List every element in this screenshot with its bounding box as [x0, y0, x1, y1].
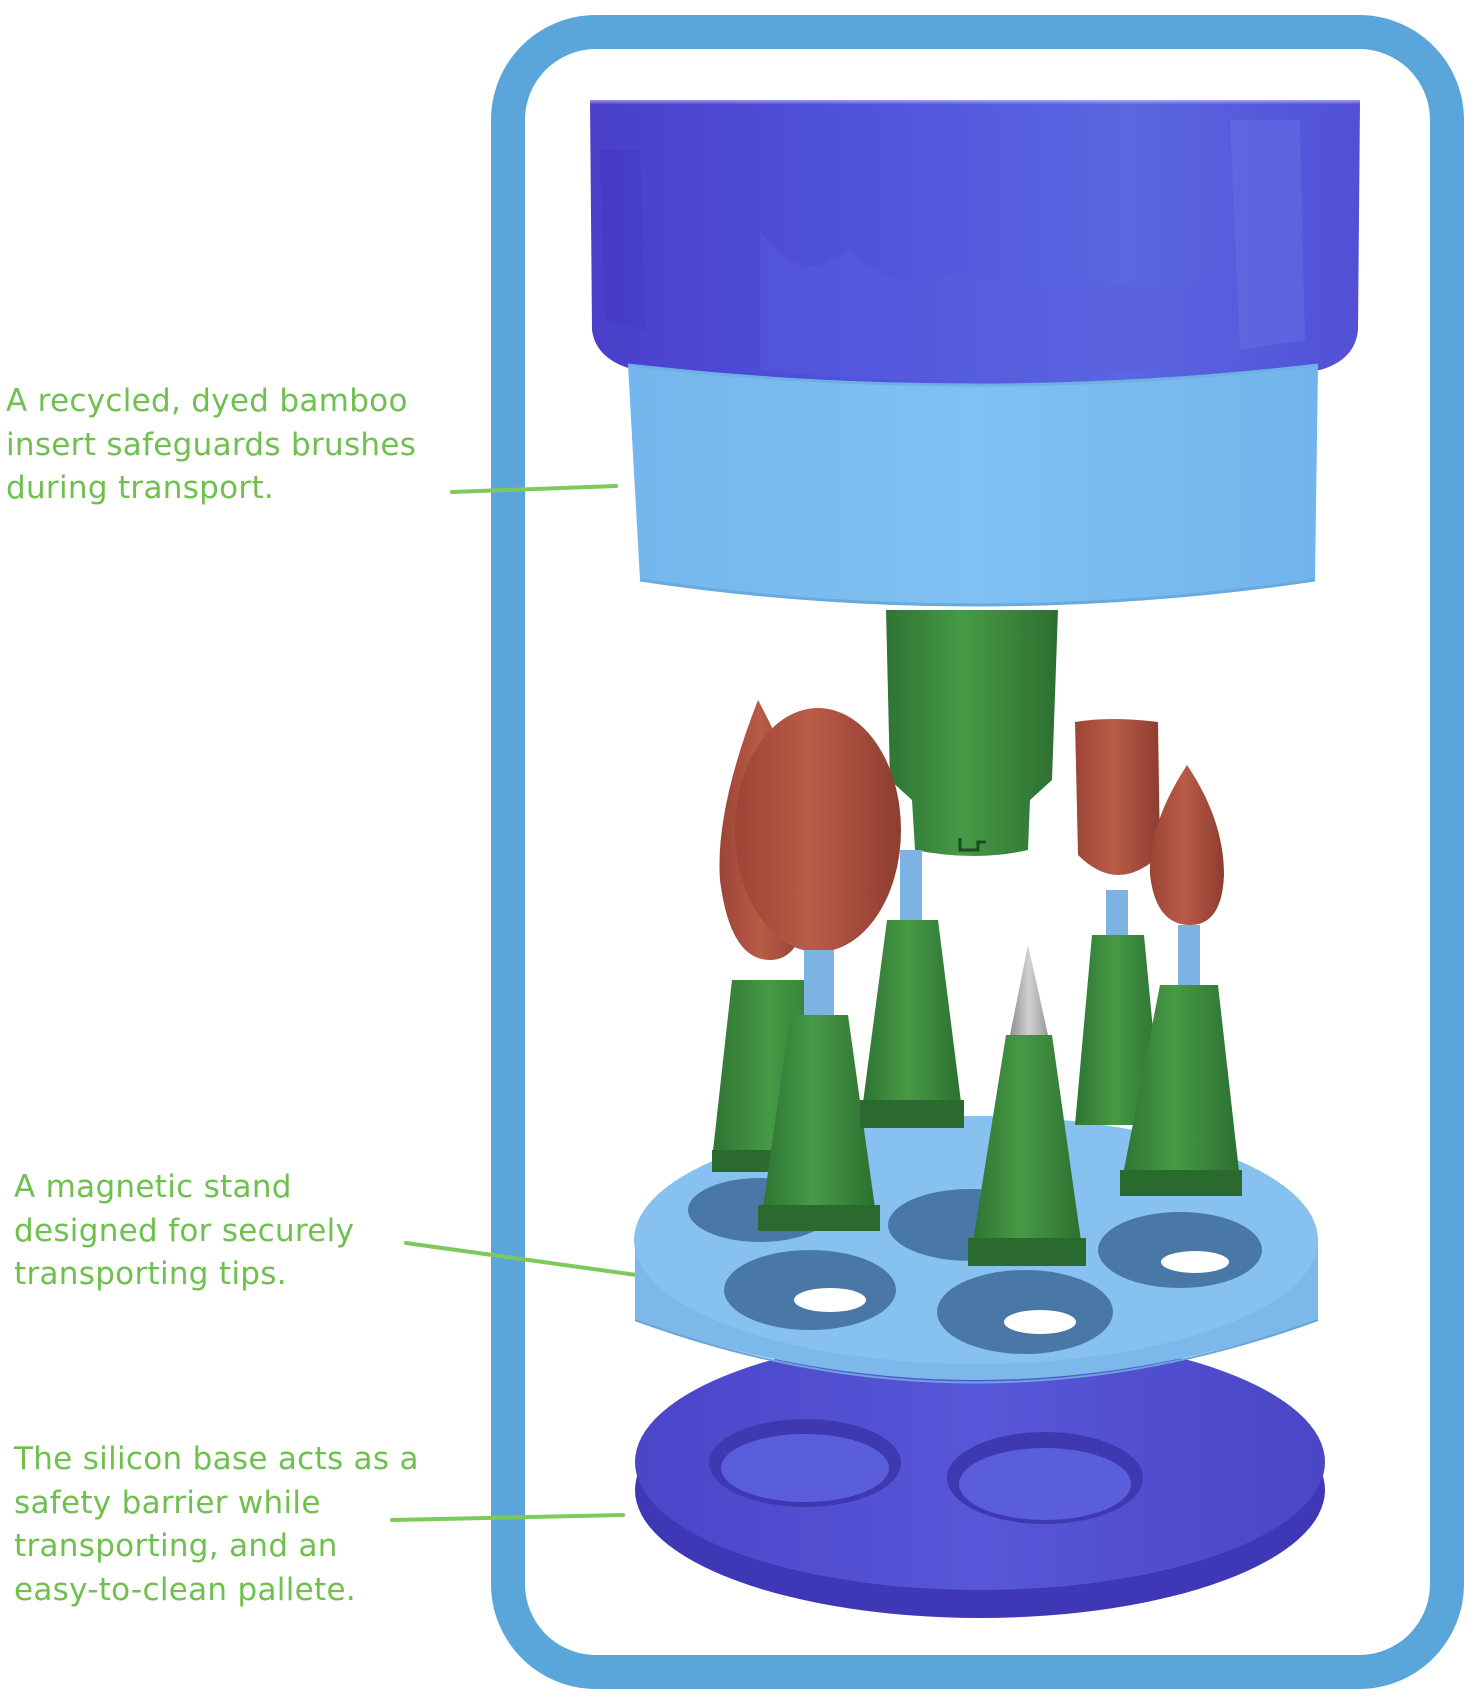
tip-back-center — [860, 850, 964, 1128]
annotation-line: transporting tips. — [14, 1256, 287, 1292]
annotation-line: transporting, and an — [14, 1528, 338, 1564]
leader-line-bamboo-insert — [450, 484, 618, 494]
annotation-bamboo-insert: A recycled, dyed bamboo insert safeguard… — [6, 380, 416, 511]
annotation-line: A magnetic stand — [14, 1169, 292, 1205]
annotation-line: safety barrier while — [14, 1484, 321, 1521]
bamboo-insert — [627, 363, 1319, 607]
brush-tips — [712, 700, 1242, 1266]
leader-line-silicon-base — [390, 1513, 625, 1522]
tip-front-right — [1120, 765, 1242, 1196]
tip-center-metal — [968, 945, 1086, 1266]
annotation-line: The silicon base acts as a — [14, 1441, 419, 1477]
annotation-line: easy-to-clean pallete. — [14, 1571, 356, 1608]
annotation-line: during transport. — [6, 470, 275, 506]
tip-back-right — [1075, 719, 1162, 1125]
tip-front-left — [735, 708, 901, 1231]
annotation-line: insert safeguards brushes — [6, 426, 417, 463]
hanging-handle — [886, 610, 1058, 856]
silicon-base — [635, 1334, 1325, 1618]
annotation-line: designed for securely — [14, 1212, 355, 1249]
lid — [585, 95, 1365, 388]
annotation-magnetic-stand: A magnetic stand designed for securely t… — [14, 1166, 354, 1297]
annotation-silicon-base: The silicon base acts as a safety barrie… — [14, 1438, 419, 1612]
annotation-line: A recycled, dyed bamboo — [6, 383, 408, 419]
frame — [491, 15, 1464, 1689]
